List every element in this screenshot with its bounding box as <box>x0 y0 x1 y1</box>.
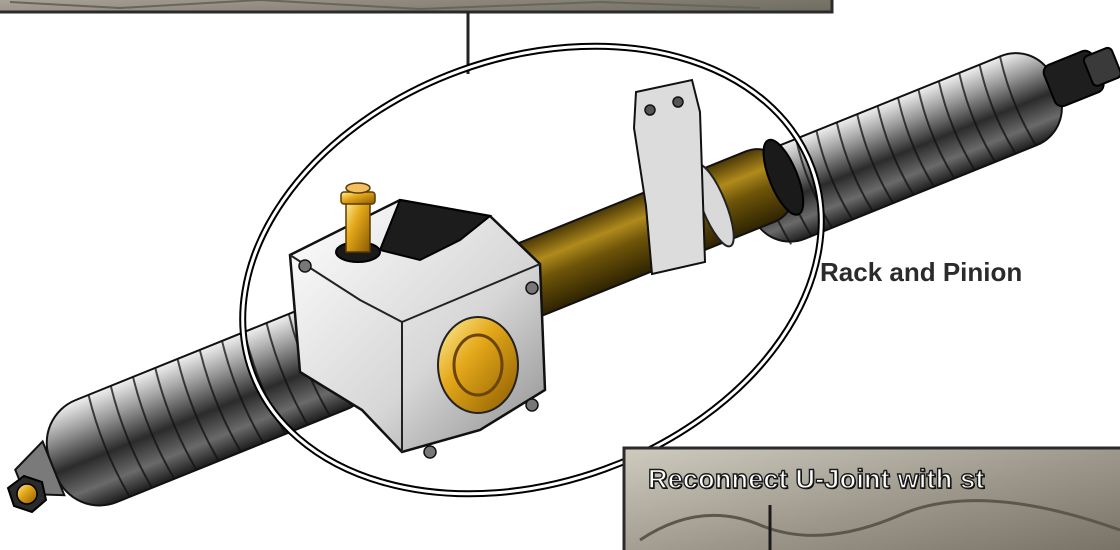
tie-rod-nut <box>6 474 48 514</box>
right-boot <box>743 46 1120 245</box>
top-photo-inset <box>0 0 834 14</box>
adjuster-cap <box>437 316 519 414</box>
bottom-photo-inset <box>622 446 1120 550</box>
pinion-housing <box>288 198 547 459</box>
callout-ellipse-inner <box>241 44 823 496</box>
photo-caption: Reconnect U-Joint with st <box>647 463 985 494</box>
housing-bolt-hole <box>525 281 539 295</box>
housing-bolt-hole <box>298 259 312 273</box>
housing-bolt-hole <box>423 445 437 459</box>
bracket-bolt-hole <box>644 104 656 116</box>
pinion-shaft <box>335 182 381 263</box>
housing-bolt-hole <box>525 398 539 412</box>
mounting-bracket <box>632 78 707 276</box>
component-label: Rack and Pinion <box>820 257 1023 287</box>
bracket-bolt-hole <box>672 96 684 108</box>
